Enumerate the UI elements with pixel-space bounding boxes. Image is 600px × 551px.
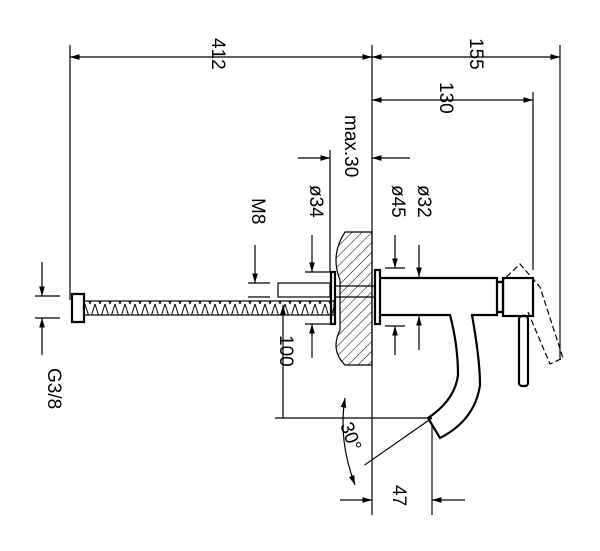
dim-130: 130 bbox=[435, 82, 456, 114]
wall-section bbox=[335, 231, 373, 366]
dim-d32: ø32 bbox=[413, 185, 434, 218]
extension-lines bbox=[69, 45, 561, 515]
dim-d34: ø34 bbox=[305, 185, 326, 218]
dimension-lines bbox=[35, 54, 560, 503]
dim-100: 100 bbox=[275, 335, 296, 367]
flexible-hose bbox=[70, 292, 335, 324]
dim-m8: M8 bbox=[247, 198, 268, 224]
dim-d45: ø45 bbox=[387, 185, 408, 218]
dim-g38: G3/8 bbox=[43, 368, 64, 409]
dim-412: 412 bbox=[207, 38, 228, 70]
dim-47: 47 bbox=[388, 485, 409, 506]
dim-155: 155 bbox=[465, 38, 486, 70]
faucet-body bbox=[277, 263, 564, 440]
dim-max30: max.30 bbox=[340, 115, 361, 177]
dim-30deg: 30° bbox=[335, 420, 365, 454]
